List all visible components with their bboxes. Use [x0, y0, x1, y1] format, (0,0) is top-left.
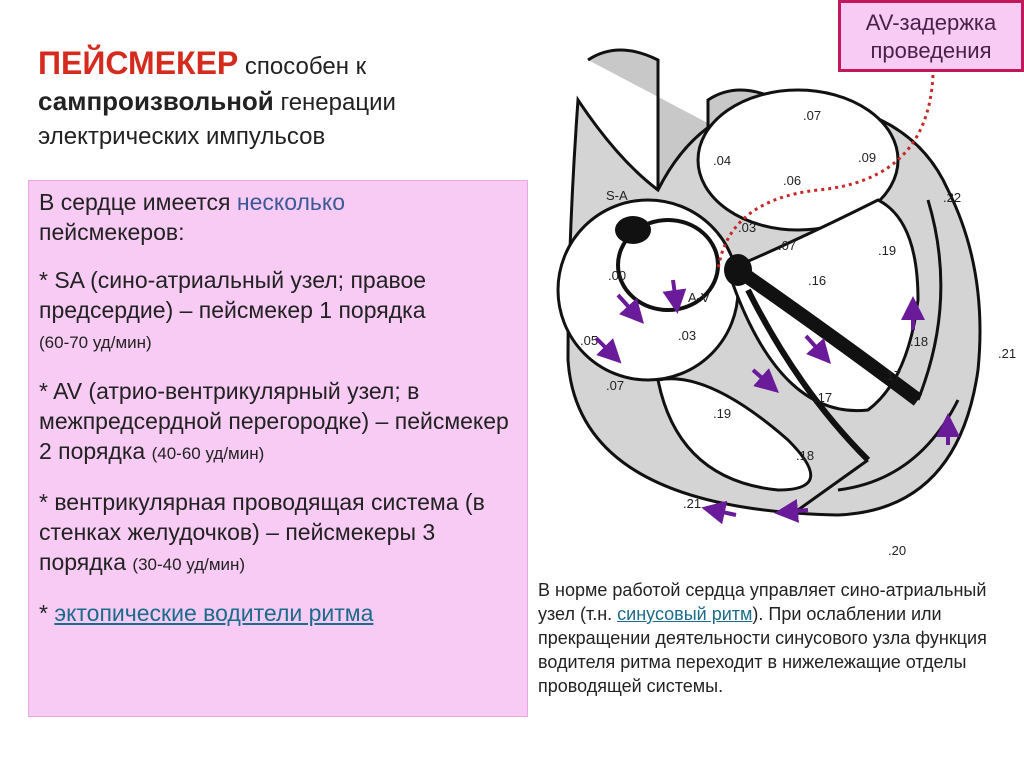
av-delay-line2: проведения	[870, 38, 992, 63]
svg-text:.17: .17	[814, 390, 832, 405]
svg-text:.22: .22	[943, 190, 961, 205]
av-delay-box: AV-задержка проведения	[838, 0, 1024, 72]
title-spontaneous: сампроизвольной	[38, 86, 274, 116]
ectopic-item: * эктопические водители ритма	[39, 600, 374, 626]
vent-rate: (30-40 уд/мин)	[132, 555, 246, 574]
svg-text:.16: .16	[808, 273, 826, 288]
sa-node	[615, 216, 651, 244]
intro-highlight: несколько	[236, 189, 346, 215]
svg-text:.06: .06	[783, 173, 801, 188]
title-rest1: способен к	[238, 53, 367, 80]
svg-text:.09: .09	[858, 150, 876, 165]
svg-text:.20: .20	[888, 543, 906, 558]
arrow	[774, 498, 809, 523]
sa-item: * SA (сино-атриальный узел; правое предс…	[39, 267, 427, 352]
sinus-rhythm-note: В норме работой сердца управляет сино-ат…	[538, 578, 1024, 698]
label-av: A-V	[688, 290, 710, 305]
svg-text:.07: .07	[778, 238, 796, 253]
svg-text:.18: .18	[910, 334, 928, 349]
arrow	[662, 279, 687, 314]
svg-text:.19: .19	[713, 406, 731, 421]
av-delay-line1: AV-задержка	[865, 10, 997, 35]
sa-rate: (60-70 уд/мин)	[39, 333, 152, 352]
title-line3: электрических импульсов	[38, 123, 326, 150]
left-atrium	[696, 88, 900, 232]
arrow	[594, 336, 622, 364]
label-sa: S-A	[606, 188, 628, 203]
ectopic-link[interactable]: эктопические водители ритма	[54, 600, 374, 626]
page-title: ПЕЙСМЕКЕР способен к сампроизвольной ген…	[38, 46, 538, 154]
av-rate: (40-60 уд/мин)	[151, 444, 265, 463]
svg-text:.05: .05	[580, 333, 598, 348]
svg-text:.00: .00	[608, 268, 626, 283]
arrow	[701, 500, 737, 525]
svg-text:.07: .07	[803, 108, 821, 123]
svg-text:.19: .19	[878, 243, 896, 258]
arrow	[616, 293, 645, 324]
heart-conduction-diagram: S-A A-V .07 .04 .06 .09 .03 .07 .16 .19 …	[556, 48, 1016, 558]
svg-text:.04: .04	[713, 153, 731, 168]
title-pacemaker: ПЕЙСМЕКЕР	[38, 45, 239, 81]
his-bundle	[733, 264, 923, 406]
arrow	[751, 368, 779, 393]
svg-text:.21: .21	[998, 346, 1016, 361]
right-ventricle	[656, 377, 813, 492]
ventricular-item: * вентрикулярная проводящая система (в с…	[39, 489, 485, 575]
bundle-branch-right	[745, 288, 871, 463]
svg-text:.03: .03	[678, 328, 696, 343]
av-item: * AV (атрио-вентрикулярный узел; в межпр…	[39, 378, 509, 464]
sinus-rhythm-link[interactable]: синусовый ритм	[617, 604, 753, 624]
svg-text:.07: .07	[606, 378, 624, 393]
title-rest2: генерации	[273, 89, 396, 116]
arrow	[804, 334, 832, 364]
svg-text:.21: .21	[683, 496, 701, 511]
svg-text:.03: .03	[738, 220, 756, 235]
svg-text:.18: .18	[796, 448, 814, 463]
svg-text:.17: .17	[883, 368, 901, 383]
